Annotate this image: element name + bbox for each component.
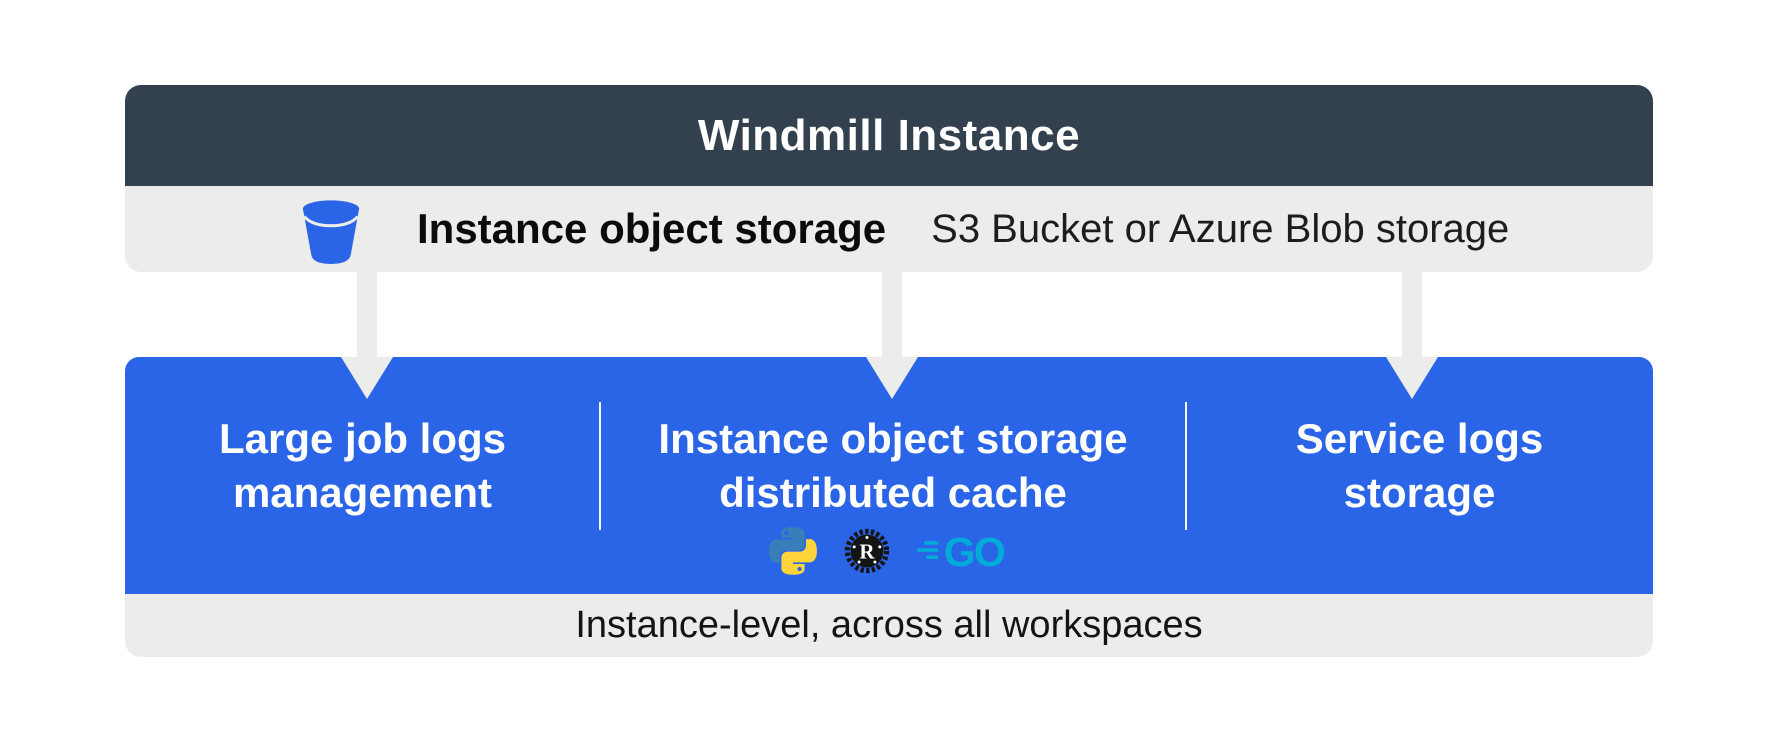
connector-arrow-head-left — [341, 357, 393, 399]
section-divider-left — [599, 402, 601, 530]
section-title-line: Instance object storage — [658, 415, 1128, 462]
section-title: Large job logs management — [219, 412, 506, 520]
section-large-job-logs: Large job logs management — [125, 357, 600, 594]
section-title-line: Large job logs — [218, 415, 507, 462]
go-icon: GO — [917, 527, 1017, 580]
section-title-line: storage — [1343, 469, 1496, 516]
instance-storage-box: Large job logs management Instance objec… — [125, 357, 1653, 594]
python-icon — [769, 526, 817, 580]
svg-text:R: R — [859, 539, 875, 563]
object-storage-bar: Instance object storage S3 Bucket or Azu… — [125, 186, 1653, 272]
connector-arrow-head-right — [1386, 357, 1438, 399]
footer-bar: Instance-level, across all workspaces — [125, 594, 1653, 657]
section-title-line: Service logs — [1295, 415, 1544, 462]
section-title-line: management — [232, 469, 493, 516]
rust-icon: R — [843, 527, 891, 580]
svg-text:GO: GO — [944, 529, 1005, 575]
section-distributed-cache: Instance object storage distributed cach… — [600, 357, 1186, 594]
connector-arrows — [125, 272, 1653, 357]
language-icons-row: R GO — [769, 526, 1017, 580]
windmill-instance-diagram: Windmill Instance Instance object storag… — [125, 85, 1653, 657]
connector-arrow-stem-right — [1402, 272, 1422, 357]
section-service-logs: Service logs storage — [1186, 357, 1653, 594]
windmill-instance-header: Windmill Instance — [125, 85, 1653, 186]
section-title-line: distributed cache — [719, 469, 1067, 516]
object-storage-label: Instance object storage — [417, 205, 887, 252]
footer-label: Instance-level, across all workspaces — [575, 604, 1203, 646]
connector-arrow-head-middle — [866, 357, 918, 399]
section-title: Instance object storage distributed cach… — [658, 412, 1127, 520]
page-title: Windmill Instance — [697, 110, 1081, 160]
section-title: Service logs storage — [1296, 412, 1543, 520]
connector-arrow-stem-left — [357, 272, 377, 357]
section-divider-right — [1185, 402, 1187, 530]
object-storage-description: S3 Bucket or Azure Blob storage — [931, 206, 1510, 251]
connector-arrow-stem-middle — [882, 272, 902, 357]
bucket-icon — [300, 199, 362, 265]
